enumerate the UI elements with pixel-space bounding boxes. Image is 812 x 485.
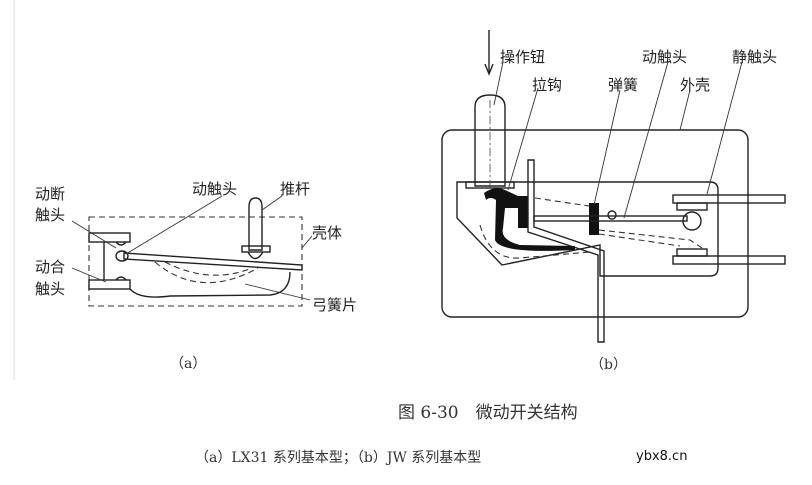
inner-cavity [456,181,719,277]
moving-contact [115,250,129,262]
sublabel-b: （b） [590,357,627,373]
figure-subcaption: （a）LX31 系列基本型；（b）JW 系列基本型 [195,449,481,466]
lever [123,252,303,271]
label-shell: 外壳 [680,76,710,94]
push-rod [248,197,263,251]
conductor-strip [527,159,605,343]
label-push-rod: 推杆 [280,180,310,198]
label-nc-contact: 动断 [35,185,65,203]
label-spring: 弹簧 [608,76,638,94]
outer-shell [441,129,749,318]
operation-button [474,94,506,187]
static-contact-bottom [672,255,786,265]
figure-caption: 图 6-30 微动开关结构 [398,403,578,423]
spring [589,203,599,235]
label-static-contact: 静触头 [732,48,777,66]
label-no-contact: 动合 [35,258,65,276]
static-contact-top [672,194,786,204]
sublabel-a: （a） [170,356,206,372]
figure-a: 动断 触头 动触头 推杆 壳体 动合 触头 弓簧片 （a） [35,180,357,372]
watermark: ybx8.cn [636,449,687,464]
moving-contact-b [682,211,702,231]
label-housing: 壳体 [312,224,342,242]
label-button: 操作钮 [500,48,545,66]
label-moving-contact-b: 动触头 [642,48,687,66]
label-no-contact-2: 触头 [35,280,65,298]
label-moving-contact-a: 动触头 [192,180,237,198]
figure-b: 操作钮 拉钩 动触头 静触头 弹簧 外壳 （b） [441,30,786,373]
moving-contact-arm [533,215,688,222]
bow-spring [129,271,291,298]
label-nc-contact-2: 触头 [35,206,65,224]
label-bow-spring: 弓簧片 [312,296,357,314]
label-hook: 拉钩 [532,76,562,94]
no-contact-block [88,279,131,290]
hook [484,188,575,251]
nc-contact-block [88,232,131,243]
